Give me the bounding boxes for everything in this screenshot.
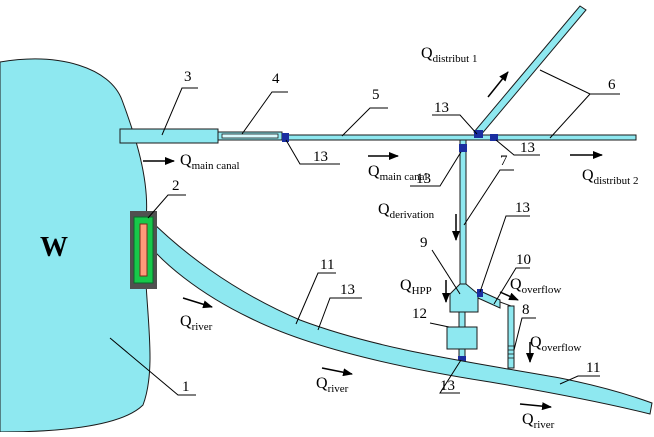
label-13-river: 13: [340, 282, 355, 298]
overflow-chute: [507, 305, 515, 369]
gate-overflow: [477, 289, 483, 297]
main-canal-head: [119, 128, 219, 144]
river: [141, 217, 653, 415]
forebay-9: [449, 283, 479, 313]
label-13-bottom: 13: [440, 378, 455, 394]
stepped-chute-8: [508, 345, 514, 359]
label-9: 9: [420, 235, 428, 251]
penstock: [458, 311, 466, 329]
label-3: 3: [184, 69, 192, 85]
flow-distribut-1: Qdistribut 1: [421, 45, 477, 65]
flow-river-2: Qriver: [316, 375, 349, 395]
label-13-canal: 13: [313, 149, 328, 165]
label-1: 1: [182, 379, 190, 395]
flow-main-canal-1: Qmain canal: [180, 152, 240, 172]
gate-derivation: [459, 144, 467, 152]
label-13-overflow: 13: [515, 200, 530, 216]
main-canal: [285, 134, 637, 141]
canal-structure-4-inner: [221, 133, 279, 139]
label-13-derivation: 13: [416, 171, 431, 187]
reservoir: [0, 58, 151, 433]
label-8: 8: [522, 302, 530, 318]
flow-derivation: Qderivation: [378, 201, 435, 221]
label-2: 2: [172, 178, 180, 194]
hpp-building-12: [446, 326, 478, 350]
flow-distribut-2: Qdistribut 2: [582, 167, 638, 187]
flow-river-1: Qriver: [180, 313, 213, 333]
derivation-canal: [459, 139, 467, 289]
overflow-connector: [499, 301, 512, 307]
dam-hpp-2-inner: [139, 223, 148, 277]
gate-distributor-2: [490, 134, 498, 141]
label-12: 12: [412, 306, 427, 322]
reservoir-label: W: [40, 232, 68, 263]
label-7: 7: [500, 153, 508, 169]
label-13-junction: 13: [434, 100, 449, 116]
label-6: 6: [608, 77, 616, 93]
flow-overflow-2: Qoverflow: [530, 334, 581, 354]
leader-lines: [109, 69, 620, 396]
label-11-right: 11: [586, 360, 600, 376]
label-10: 10: [516, 252, 531, 268]
label-5: 5: [372, 87, 380, 103]
gate-tailrace: [458, 356, 466, 363]
flow-overflow-1: Qoverflow: [510, 276, 561, 296]
label-11-left: 11: [320, 257, 334, 273]
label-4: 4: [272, 71, 280, 87]
flow-arrows: [143, 71, 603, 411]
gate-main-canal: [282, 133, 289, 142]
gate-junction: [474, 130, 483, 138]
flow-river-3: Qriver: [522, 411, 555, 431]
flow-main-canal-2: Qmain canal: [368, 163, 428, 183]
label-13-right: 13: [520, 140, 535, 156]
flow-hpp: QHPP: [400, 277, 432, 297]
